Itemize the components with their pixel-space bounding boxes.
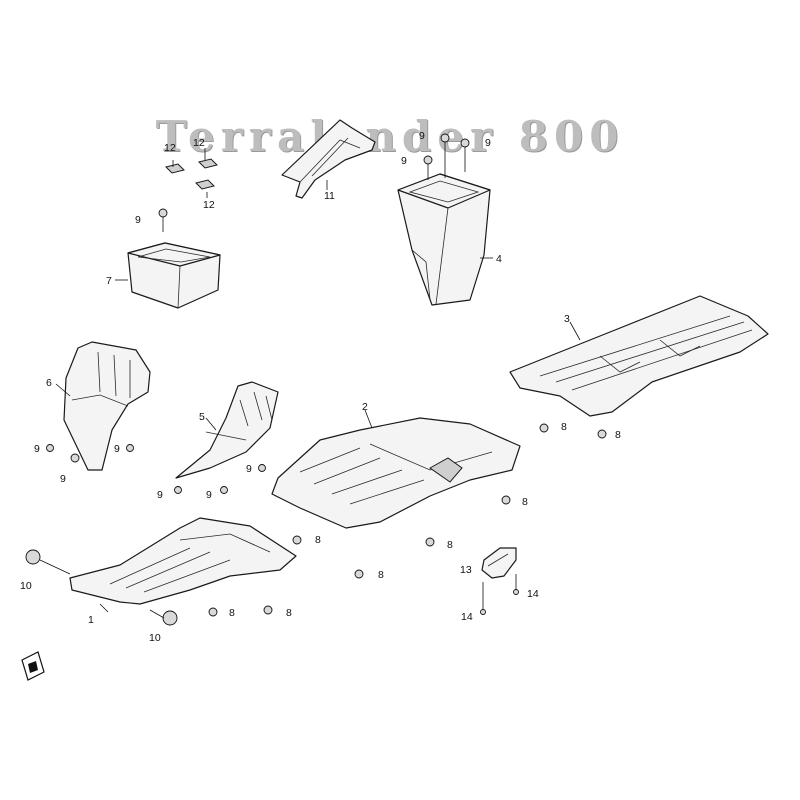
part-6-side-cover[interactable]	[63, 341, 151, 471]
callout-9: 9	[135, 214, 141, 226]
callout-7: 7	[106, 275, 112, 287]
callout-9: 9	[157, 489, 163, 501]
callout-12: 12	[203, 199, 215, 211]
callout-13: 13	[460, 564, 472, 576]
callout-9: 9	[419, 130, 425, 142]
callout-12: 12	[164, 142, 176, 154]
callout-9: 9	[34, 443, 40, 455]
part-2-center-skid-plate[interactable]	[271, 417, 521, 529]
callout-8: 8	[561, 421, 567, 433]
callout-5: 5	[199, 411, 205, 423]
callout-9: 9	[401, 155, 407, 167]
part-7-storage-box[interactable]	[127, 242, 221, 309]
callout-8: 8	[229, 607, 235, 619]
callout-10: 10	[149, 632, 161, 644]
callout-9: 9	[114, 443, 120, 455]
callout-6: 6	[46, 377, 52, 389]
part-12-pads[interactable]	[165, 158, 218, 190]
fasteners	[25, 133, 607, 626]
part-1-front-skid-plate[interactable]	[69, 517, 297, 605]
part-13-clip-bracket[interactable]	[481, 547, 517, 579]
callout-9: 9	[485, 137, 491, 149]
callout-8: 8	[522, 496, 528, 508]
callout-4: 4	[496, 253, 502, 265]
part-5-guard[interactable]	[175, 381, 279, 479]
leader-lines	[39, 148, 581, 619]
callout-labels: 12 12 12 11 9 7 9 9 9 4 3 2 6 5 9 9 9 9 …	[20, 130, 621, 644]
part-3-rear-skid-plate[interactable]	[509, 295, 769, 417]
callout-8: 8	[447, 539, 453, 551]
callout-14: 14	[527, 588, 539, 600]
callout-9: 9	[60, 473, 66, 485]
callout-14: 14	[461, 611, 473, 623]
diagram-title: Terralander 800	[155, 112, 625, 161]
callout-8: 8	[286, 607, 292, 619]
part-11-bracket[interactable]	[281, 119, 376, 199]
callout-9: 9	[246, 463, 252, 475]
callout-8: 8	[615, 429, 621, 441]
callout-9: 9	[206, 489, 212, 501]
callout-8: 8	[378, 569, 384, 581]
callout-3: 3	[564, 313, 570, 325]
part-4-tall-bin[interactable]	[397, 173, 491, 306]
callout-10: 10	[20, 580, 32, 592]
front-arrow-icon	[21, 651, 45, 681]
callout-1: 1	[88, 614, 94, 626]
callout-2: 2	[362, 401, 368, 413]
callout-8: 8	[315, 534, 321, 546]
callout-12: 12	[193, 137, 205, 149]
callout-11: 11	[324, 190, 335, 202]
